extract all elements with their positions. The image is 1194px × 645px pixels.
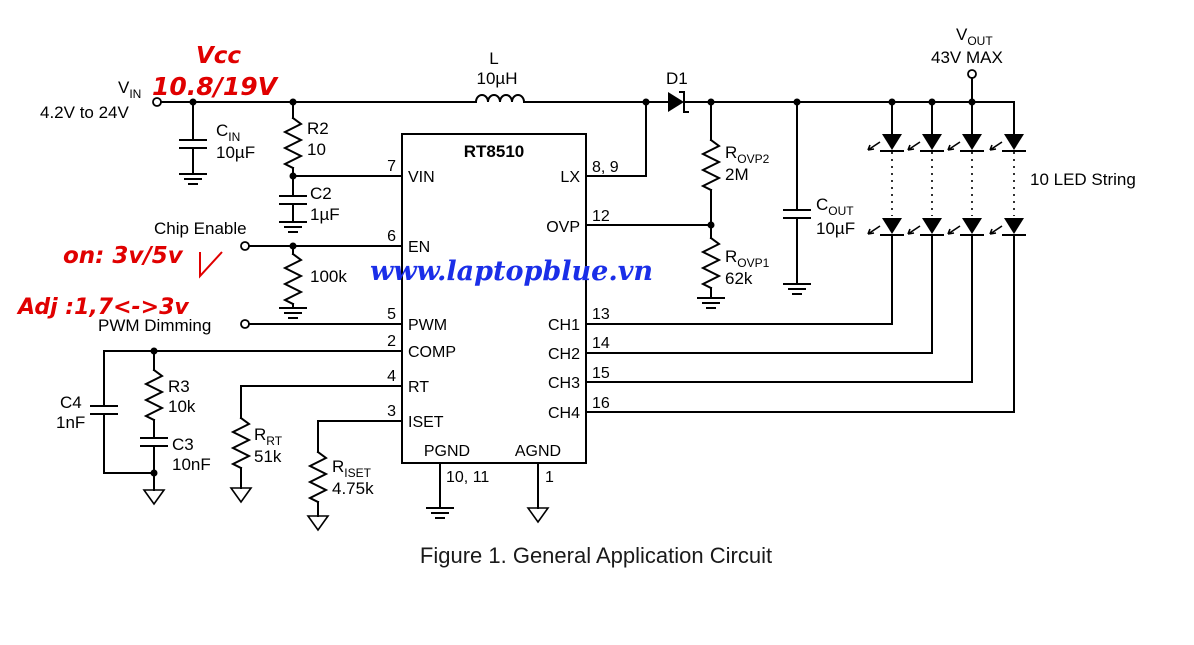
pin-num-ch1: 13 [592, 306, 610, 323]
pwm-dimming-label: PWM Dimming [98, 316, 211, 335]
pwm-dimming-terminal [240, 319, 250, 329]
inductor-l [474, 94, 526, 104]
r3-label: R3 [168, 377, 190, 396]
lx-pin-wire [585, 101, 647, 177]
led-string-ch4 [585, 101, 1026, 413]
enable-note-pointer [199, 251, 223, 279]
led-string-ch2 [585, 101, 944, 354]
capacitor-cout [783, 101, 811, 295]
capacitor-c3 [140, 437, 168, 506]
cout-value: 10µF [816, 219, 855, 238]
resistor-rrt [229, 385, 253, 504]
cout-label: COUT [816, 195, 854, 218]
pin-num-rt: 4 [387, 368, 396, 385]
pin-num-iset: 3 [387, 403, 396, 420]
c2-value: 1µF [310, 205, 340, 224]
pin-name-ch1: CH1 [548, 317, 580, 334]
vin-label: VIN [118, 78, 141, 101]
cin-value: 10µF [216, 143, 255, 162]
pin-num-lx: 8, 9 [592, 159, 619, 176]
pin-name-rt: RT [408, 379, 429, 396]
r2-label: R2 [307, 119, 329, 138]
pin-name-ovp: OVP [546, 219, 580, 236]
vout-terminal [967, 69, 977, 79]
figure-caption: Figure 1. General Application Circuit [420, 543, 772, 568]
vcc-value-annotation: 10.8/19V [152, 72, 279, 101]
pgnd-ground [426, 462, 454, 519]
pin-name-lx: LX [560, 169, 580, 186]
pin-name-vin: VIN [408, 169, 435, 186]
pin-num-comp: 2 [387, 333, 396, 350]
pin-name-ch4: CH4 [548, 405, 580, 422]
pin-num-ch4: 16 [592, 395, 610, 412]
vout-max: 43V MAX [931, 48, 1003, 67]
r-en-value: 100k [310, 267, 347, 286]
rt8510-chip [401, 133, 587, 464]
pin-num-ch2: 14 [592, 335, 610, 352]
watermark: www.laptopblue.vn [370, 256, 653, 287]
pin-num-ch3: 15 [592, 365, 610, 382]
c4-label: C4 [60, 393, 82, 412]
capacitor-cin [179, 101, 207, 185]
cin-label: CIN [216, 121, 240, 144]
led-string-label: 10 LED String [1030, 170, 1136, 189]
resistor-r2 [282, 101, 304, 197]
c2-label: C2 [310, 184, 332, 203]
pin-name-iset: ISET [408, 414, 444, 431]
vin-terminal [152, 97, 162, 107]
pin-num-pwm: 5 [387, 306, 396, 323]
adj-note-annotation: Adj :1,7<->3v [16, 295, 189, 320]
pin-num-pgnd: 10, 11 [446, 469, 489, 486]
resistor-rovp1 [697, 236, 725, 309]
pin-name-pgnd: PGND [424, 443, 470, 460]
agnd-ground [526, 462, 550, 524]
r3-value: 10k [168, 397, 196, 416]
rovp2-label: ROVP2 [725, 143, 770, 166]
led-string-ch3 [585, 101, 984, 383]
riset-label: RISET [332, 457, 372, 480]
resistor-rovp2 [700, 101, 722, 239]
pin-name-pwm: PWM [408, 317, 447, 334]
rrt-label: RRT [254, 425, 283, 448]
pin-name-ch3: CH3 [548, 375, 580, 392]
r2-value: 10 [307, 140, 326, 159]
vout-label: VOUT [956, 25, 993, 48]
rovp1-value: 62k [725, 269, 753, 288]
riset-value: 4.75k [332, 479, 374, 498]
c4-value: 1nF [56, 413, 85, 432]
resistor-100k [279, 245, 307, 319]
pin-name-comp: COMP [408, 344, 456, 361]
pin-name-agnd: AGND [515, 443, 561, 460]
chip-name: RT8510 [464, 142, 524, 161]
chip-enable-label: Chip Enable [154, 219, 247, 238]
enable-note-annotation: on: 3v/5v [63, 243, 184, 269]
pin-name-ch2: CH2 [548, 346, 580, 363]
rovp1-label: ROVP1 [725, 247, 770, 270]
inductor-ref: L [489, 49, 498, 68]
capacitor-c4 [90, 350, 155, 474]
c3-label: C3 [172, 435, 194, 454]
vin-range: 4.2V to 24V [40, 103, 130, 122]
vcc-annotation: Vcc [196, 43, 241, 69]
c3-value: 10nF [172, 455, 211, 474]
pin-num-agnd: 1 [545, 469, 554, 486]
pin-num-ovp: 12 [592, 208, 610, 225]
led-string-ch1 [585, 101, 904, 325]
junction-dot [150, 469, 158, 477]
inductor-value: 10µH [477, 69, 518, 88]
rovp2-value: 2M [725, 165, 749, 184]
pin-num-vin: 7 [387, 158, 396, 175]
pin-name-en: EN [408, 239, 430, 256]
pin-num-en: 6 [387, 228, 396, 245]
rrt-value: 51k [254, 447, 282, 466]
capacitor-c2 [279, 195, 307, 233]
diode-ref: D1 [666, 69, 688, 88]
resistor-r3 [143, 350, 165, 439]
chip-enable-terminal [240, 241, 250, 251]
resistor-riset [306, 420, 330, 532]
